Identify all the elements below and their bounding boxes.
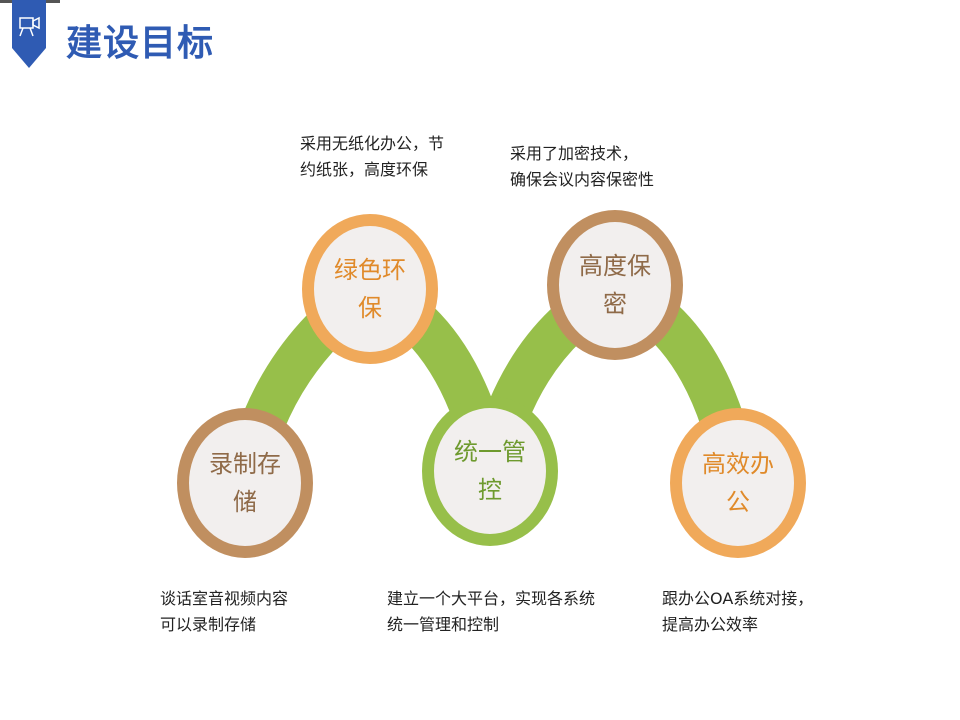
desc-line: 跟办公OA系统对接， <box>662 589 814 608</box>
node-efficiency: 高效办公 <box>670 408 806 558</box>
desc-line: 确保会议内容保密性 <box>510 170 655 189</box>
desc-line: 采用了加密技术， <box>510 144 639 163</box>
node-label: 高效办公 <box>702 450 774 516</box>
desc-unified-control: 建立一个大平台，实现各系统统一管理和控制 <box>387 586 595 638</box>
desc-line: 约纸张，高度环保 <box>300 160 429 179</box>
desc-line: 可以录制存储 <box>160 615 257 634</box>
desc-record-storage: 谈话室音视频内容可以录制存储 <box>160 586 288 638</box>
desc-line: 谈话室音视频内容 <box>160 589 289 608</box>
node-label: 统一管控 <box>454 438 526 504</box>
desc-line: 采用无纸化办公，节 <box>300 134 445 153</box>
node-label: 绿色环保 <box>334 256 406 322</box>
desc-line: 统一管理和控制 <box>387 615 500 634</box>
node-label: 高度保密 <box>579 252 651 318</box>
page-title: 建设目标 <box>66 23 215 64</box>
desc-security: 采用了加密技术， 确保会议内容保密性 <box>510 141 654 193</box>
node-record-storage: 录制存储 <box>177 408 313 558</box>
desc-efficiency: 跟办公OA系统对接， 提高办公效率 <box>662 586 813 638</box>
node-green: 绿色环保 <box>302 214 438 364</box>
desc-line: 建立一个大平台，实现各系统 <box>387 589 596 608</box>
node-label: 录制存储 <box>209 450 281 516</box>
desc-line: 提高办公效率 <box>662 615 759 634</box>
desc-green: 采用无纸化办公，节约纸张，高度环保 <box>300 131 444 183</box>
node-unified-control: 统一管控 <box>422 396 558 546</box>
node-security: 高度保密 <box>547 210 683 360</box>
projector-icon <box>12 0 46 68</box>
